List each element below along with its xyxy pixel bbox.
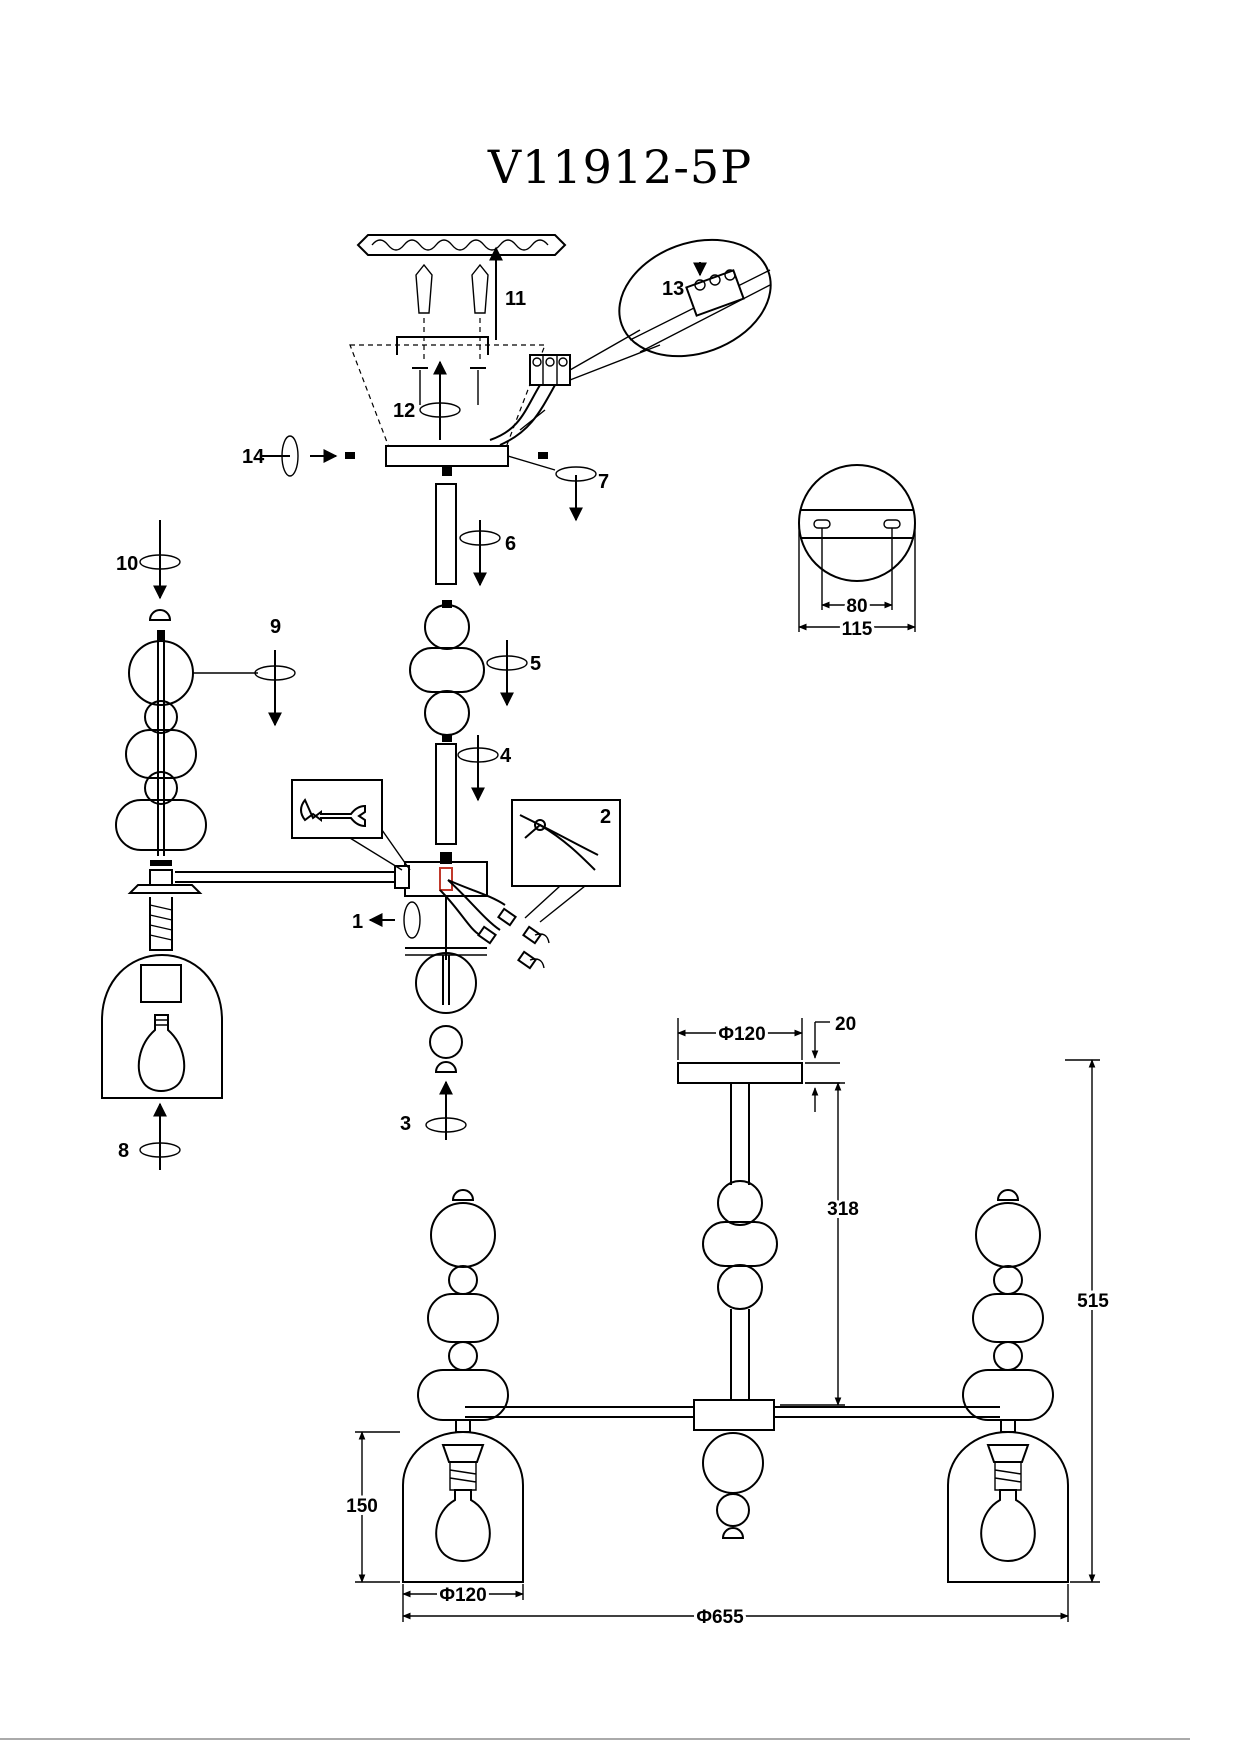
terminal-detail-bubble xyxy=(618,238,772,358)
wall-anchor xyxy=(415,263,489,314)
canopy-height-label: 20 xyxy=(835,1014,856,1035)
step-label-2: 2 xyxy=(600,806,611,828)
page-title: V11912-5P xyxy=(487,140,753,194)
step-label-8: 8 xyxy=(118,1140,129,1162)
canopy-plate xyxy=(385,445,509,467)
step-label-13: 13 xyxy=(662,278,684,300)
finial xyxy=(148,609,172,621)
rod-segment xyxy=(435,483,457,585)
rotate-icon xyxy=(403,901,421,939)
step-label-5: 5 xyxy=(530,653,541,675)
step-label-4: 4 xyxy=(500,745,512,767)
total-height-label: 515 xyxy=(1077,1291,1109,1312)
glass-shade xyxy=(101,953,223,1099)
step-label-6: 6 xyxy=(505,533,516,555)
rotate-icon xyxy=(555,466,597,482)
drop-height-label: 318 xyxy=(827,1199,859,1220)
assembled-right-stack xyxy=(962,1189,1054,1433)
rotate-icon xyxy=(419,402,461,418)
overall-diameter-label: Φ655 xyxy=(696,1607,744,1628)
canopy-diameter-label: Φ120 xyxy=(718,1024,765,1045)
rotate-icon xyxy=(254,665,296,681)
assembled-center-beads xyxy=(702,1180,778,1310)
wrench-callout xyxy=(291,779,411,871)
wire-connector-icon xyxy=(477,907,550,970)
glass-bead-stack xyxy=(409,600,485,742)
step-label-3: 3 xyxy=(400,1113,411,1135)
glass-ball xyxy=(429,1025,463,1059)
rotate-icon xyxy=(425,1117,467,1133)
shade-diameter-label: Φ120 xyxy=(439,1585,486,1606)
ceiling-strip xyxy=(356,234,567,256)
assembled-hub xyxy=(693,1399,775,1431)
step-label-1: 1 xyxy=(352,911,363,933)
assembled-left-stack xyxy=(417,1189,509,1433)
wrench-icon xyxy=(300,798,366,828)
pliers-callout xyxy=(511,799,621,923)
rotate-icon xyxy=(459,530,501,546)
step-label-11: 11 xyxy=(505,288,526,310)
rotate-icon xyxy=(457,747,499,763)
rotate-icon xyxy=(486,655,528,671)
pliers-icon xyxy=(519,814,599,871)
assembled-canopy xyxy=(677,1062,803,1084)
rotate-icon xyxy=(139,554,181,570)
socket-cup xyxy=(127,869,203,951)
wire-connector-icon xyxy=(529,354,571,386)
shade-height-label: 150 xyxy=(346,1496,378,1517)
hole-spacing-label: 80 xyxy=(846,596,867,617)
bulb-icon xyxy=(435,1489,491,1562)
assembled-left-shade xyxy=(402,1430,524,1583)
rod-segment xyxy=(435,743,457,845)
step-label-7: 7 xyxy=(598,471,609,493)
rotate-icon xyxy=(139,1142,181,1158)
step-label-9: 9 xyxy=(270,616,281,638)
step-label-10: 10 xyxy=(116,553,138,575)
mounting-plate-detail xyxy=(798,464,916,632)
arm-bead-stack xyxy=(115,630,207,866)
glass-ball xyxy=(415,952,477,1014)
step-label-14: 14 xyxy=(242,446,265,468)
bulb-icon xyxy=(137,1014,186,1092)
step-label-12: 12 xyxy=(393,400,415,422)
glass-ball xyxy=(716,1493,750,1527)
glass-ball xyxy=(702,1432,764,1494)
plate-diameter-label: 115 xyxy=(842,619,873,640)
assembled-right-shade xyxy=(947,1430,1069,1583)
bulb-icon xyxy=(980,1489,1036,1562)
finial xyxy=(434,1061,458,1073)
